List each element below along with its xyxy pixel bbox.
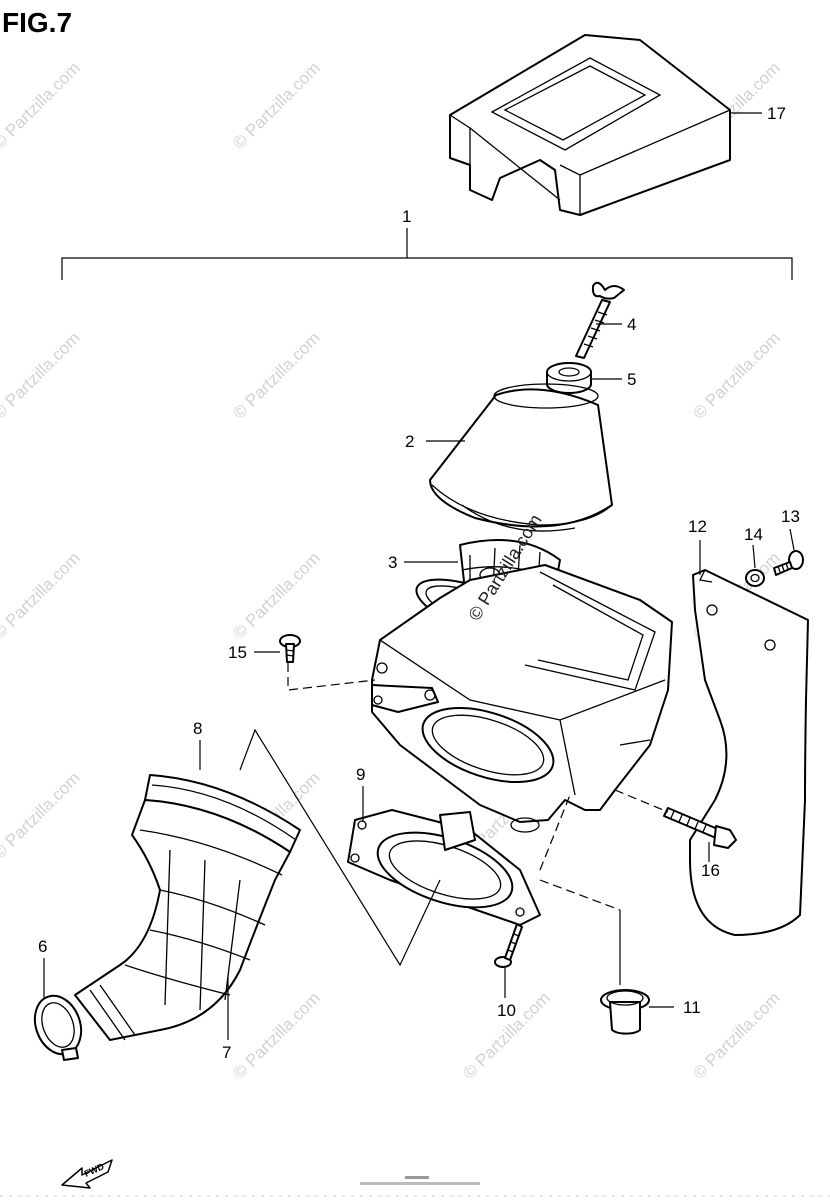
callout-17: 17 bbox=[767, 104, 786, 123]
callout-12: 12 bbox=[688, 517, 707, 536]
callout-5: 5 bbox=[627, 370, 636, 389]
callout-7: 7 bbox=[222, 1043, 231, 1062]
callout-2: 2 bbox=[405, 432, 414, 451]
watermark-text: © Partzilla.com bbox=[229, 58, 323, 152]
watermark-text: © Partzilla.com bbox=[229, 328, 323, 422]
part-17-cover[interactable] bbox=[449, 34, 731, 216]
part-12-side-plate[interactable] bbox=[689, 569, 809, 936]
part-2-air-filter[interactable] bbox=[429, 383, 613, 532]
watermark-text: © Partzilla.com bbox=[229, 988, 323, 1082]
leader-lines bbox=[43, 112, 795, 1040]
part-10-screw[interactable] bbox=[494, 923, 523, 968]
part-14-washer[interactable] bbox=[745, 569, 765, 587]
air-cleaner-case[interactable] bbox=[371, 564, 673, 833]
part-15-screw[interactable] bbox=[279, 634, 301, 663]
part-5-spacer[interactable] bbox=[546, 362, 592, 394]
part-13-screw[interactable] bbox=[773, 550, 804, 576]
callout-9: 9 bbox=[356, 765, 365, 784]
watermark-text: © Partzilla.com bbox=[689, 328, 783, 422]
part-16-bolt[interactable] bbox=[663, 807, 737, 849]
part-6-clamp[interactable] bbox=[27, 989, 89, 1061]
callout-16: 16 bbox=[701, 861, 720, 880]
callout-10: 10 bbox=[497, 1001, 516, 1020]
part-7-intake-boot[interactable] bbox=[74, 799, 291, 1041]
part-9-joint-flange[interactable] bbox=[347, 809, 541, 926]
callout-6: 6 bbox=[38, 937, 47, 956]
part-11-plug[interactable] bbox=[600, 989, 650, 1035]
fine-print bbox=[0, 1176, 830, 1197]
watermark-text: © Partzilla.com bbox=[0, 328, 84, 422]
callouts: 17 1 4 5 2 12 14 13 3 15 8 9 16 6 10 11 … bbox=[38, 104, 800, 1062]
callout-8: 8 bbox=[193, 719, 202, 738]
watermark-text: © Partzilla.com bbox=[229, 548, 323, 642]
assembly-bracket bbox=[61, 228, 793, 280]
part-4-wing-bolt[interactable] bbox=[575, 281, 625, 359]
watermark-text: © Partzilla.com bbox=[0, 548, 84, 642]
watermark-text: © Partzilla.com bbox=[689, 988, 783, 1082]
callout-1: 1 bbox=[402, 207, 411, 226]
callout-15: 15 bbox=[228, 643, 247, 662]
callout-3: 3 bbox=[388, 553, 397, 572]
callout-14: 14 bbox=[744, 525, 763, 544]
callout-13: 13 bbox=[781, 507, 800, 526]
callout-4: 4 bbox=[627, 315, 636, 334]
fwd-arrow-icon: FWD bbox=[61, 1159, 113, 1189]
watermark-text: © Partzilla.com bbox=[0, 58, 84, 152]
figure-title: FIG.7 bbox=[2, 7, 72, 38]
callout-11: 11 bbox=[683, 998, 701, 1017]
watermark-text: © Partzilla.com bbox=[0, 768, 84, 862]
